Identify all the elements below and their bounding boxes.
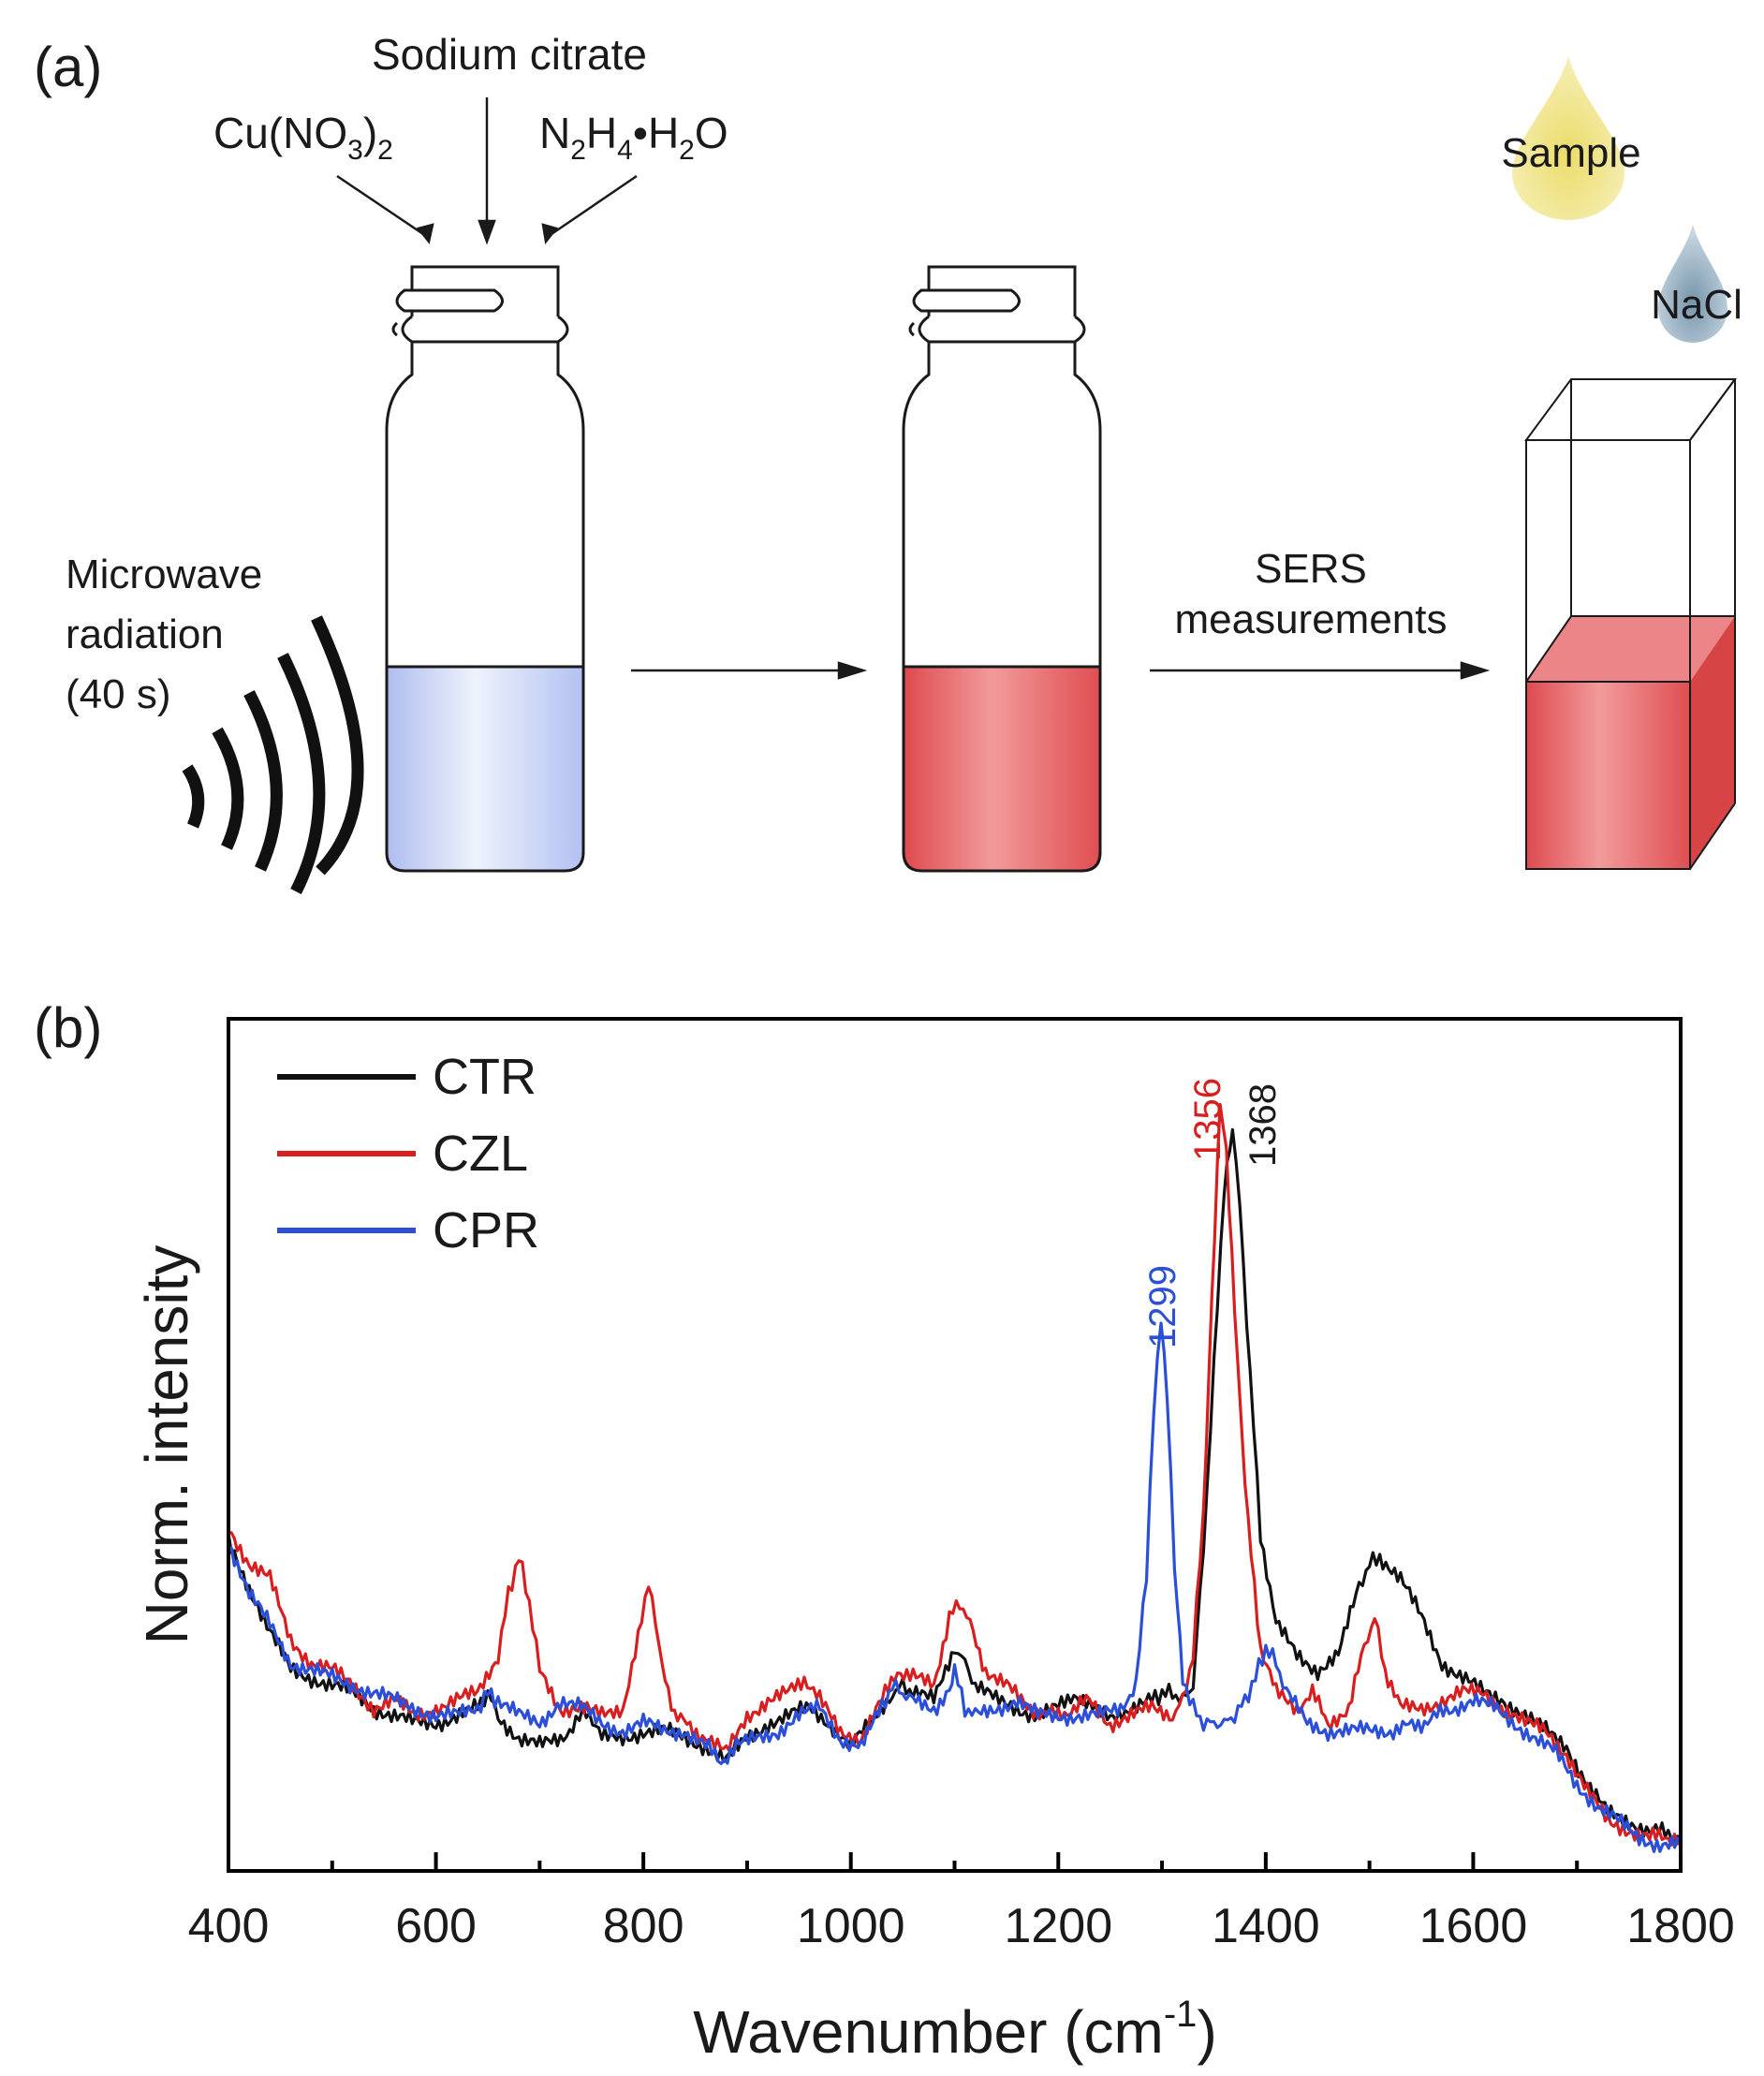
legend-label-czl: CZL [433,1126,528,1182]
x-tick-label: 800 [603,1899,684,1953]
reagent-sodium-citrate: Sodium citrate [372,30,647,79]
reagent-copper-nitrate: Cu(NO3)2 [213,109,393,166]
peak-label-1299: 1299 [1142,1265,1183,1348]
reagent-arrows [336,97,638,245]
panel-a-label: (a) [34,36,102,98]
nacl-drop-icon [1658,225,1727,343]
microwave-line3: (40 s) [66,671,170,717]
panel-b-label: (b) [34,996,102,1059]
arrow-to-cuvette [1150,661,1491,680]
x-axis-tick-labels: 400 600 800 1000 1200 1400 1600 1800 [188,1899,1735,1953]
vial-red-solution [904,667,1100,871]
legend-label-ctr: CTR [433,1049,537,1105]
series-line-czl [228,1102,1681,1848]
reagent-hydrazine: N2H4•H2O [539,109,728,166]
sers-line2: measurements [1174,596,1447,642]
x-tick-label: 1000 [797,1899,905,1953]
legend-label-cpr: CPR [433,1202,539,1259]
microwave-line2: radiation [66,611,224,657]
microwave-waves-icon [182,615,364,894]
microwave-line1: Microwave [66,552,262,597]
vial-blue [385,265,585,873]
cuvette [1524,378,1737,870]
legend: CTR CZL CPR [277,1049,539,1259]
x-axis-ticks [227,1852,1683,1871]
sample-drop-icon [1512,56,1624,220]
x-tick-label: 1600 [1419,1899,1528,1953]
x-tick-label: 400 [188,1899,270,1953]
x-tick-label: 1400 [1212,1899,1320,1953]
sers-line1: SERS [1255,546,1367,592]
cuvette-liquid-side [1690,616,1735,869]
x-axis-label: Wavenumber (cm-1) [693,1994,1217,2066]
x-tick-label: 1800 [1626,1899,1735,1953]
y-axis-label: Norm. intensity [133,1245,200,1645]
sample-label: Sample [1501,130,1640,176]
peak-label-1356: 1356 [1187,1078,1228,1161]
arrow-to-red-vial [631,661,868,680]
peak-label-1368: 1368 [1242,1083,1284,1167]
vial-red [902,265,1102,873]
x-tick-label: 1200 [1004,1899,1112,1953]
nacl-label: NaCl [1651,282,1742,328]
spectrum-chart: 400 600 800 1000 1200 1400 1600 1800 1356 1368 12… [133,1017,1735,2066]
vial-blue-solution [387,667,583,871]
peak-annotations: 1356 1368 1299 [1142,1078,1284,1348]
series-line-cpr [228,1321,1681,1853]
series-layer [228,1102,1681,1853]
cuvette-liquid-top [1526,616,1735,682]
cuvette-liquid-front [1526,682,1690,869]
x-tick-label: 600 [395,1899,477,1953]
